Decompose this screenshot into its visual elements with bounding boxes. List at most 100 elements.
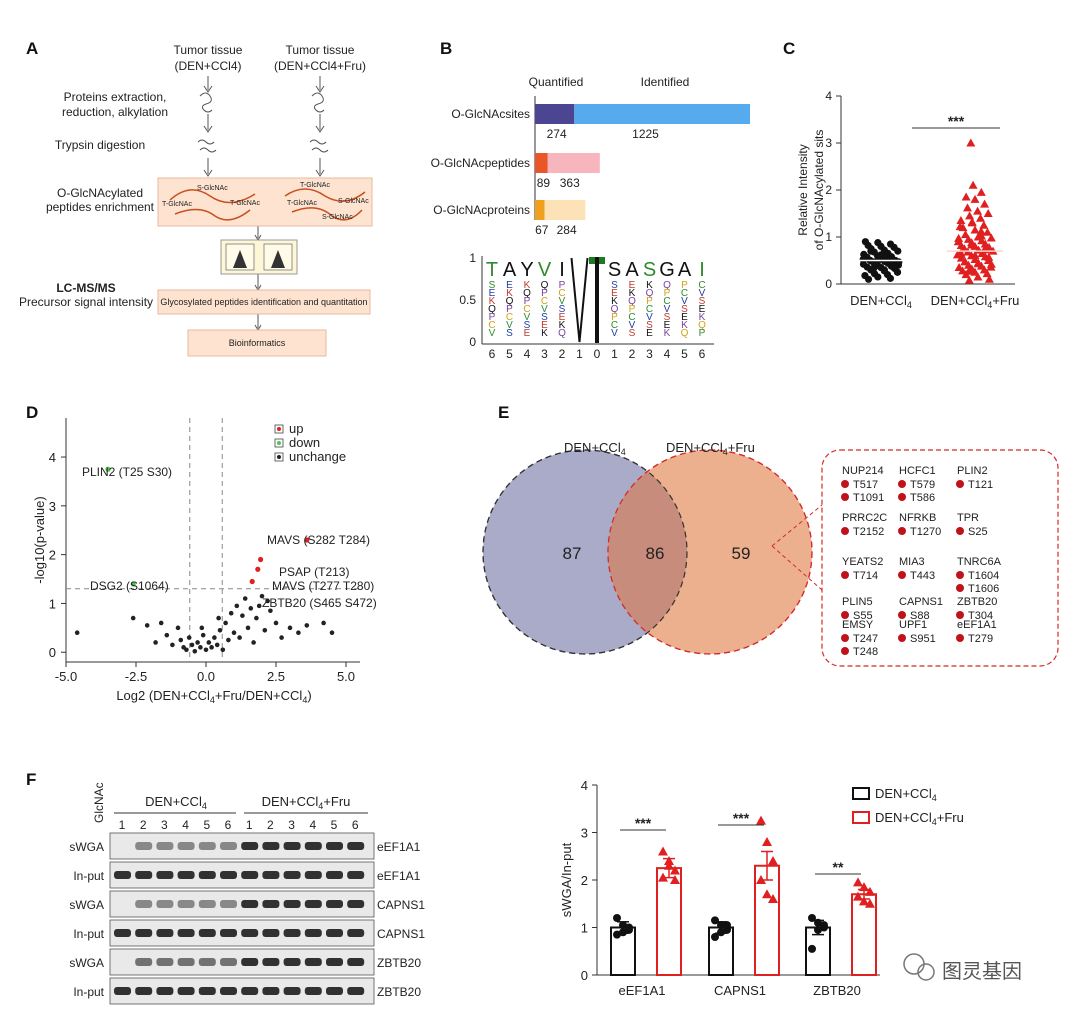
- d-point-label: PSAP (T213): [279, 565, 349, 579]
- bar-identified: [544, 200, 586, 220]
- logo-letter: E: [681, 312, 688, 323]
- c-point: [973, 272, 983, 281]
- f-point: [756, 875, 766, 884]
- logo-x-tick: 5: [681, 347, 688, 361]
- logo-x-tick: 0: [594, 347, 601, 361]
- logo-letter: E: [611, 288, 618, 299]
- site-label: T304: [968, 610, 993, 622]
- d-point-unchange: [189, 642, 195, 648]
- f-point: [711, 916, 719, 925]
- logo-x-tick: 1: [611, 347, 618, 361]
- blot-band: [326, 900, 343, 908]
- logo-letter: S: [506, 328, 513, 339]
- logo-letter: S: [646, 320, 653, 331]
- flow-arrows: [197, 76, 329, 331]
- blot-group1: DEN+CCl4: [145, 794, 207, 811]
- f-point: [619, 921, 627, 930]
- blot-band: [220, 871, 237, 879]
- logo-letter: K: [489, 296, 496, 307]
- c-point: [983, 209, 993, 217]
- step-enrichment-line2: peptides enrichment: [46, 200, 155, 214]
- glyco-quant-text: Glycosylated peptides identification and…: [160, 297, 367, 307]
- glcnac-tag: S-GlcNAc: [338, 198, 369, 205]
- f-point: [717, 928, 725, 937]
- d-x-label: Log2 (DEN+CCl4+Fru/DEN+CCl4): [116, 688, 311, 705]
- blot-row-right-label: CAPNS1: [377, 898, 425, 912]
- d-point-down: [105, 466, 111, 472]
- f-significance: ***: [733, 810, 750, 826]
- d-point-unchange: [251, 640, 256, 645]
- logo-letter: Q: [523, 288, 531, 299]
- blot-band: [156, 958, 174, 966]
- blot-band: [304, 987, 322, 995]
- logo-x-tick: 4: [524, 347, 531, 361]
- site-label: T586: [910, 492, 935, 504]
- logo-letter: S: [611, 280, 618, 291]
- site-protein-name: YEATS2: [842, 556, 883, 568]
- bar-identified: [547, 153, 600, 173]
- blot-row-right-label: eEF1A1: [377, 869, 421, 883]
- d-x-tick-label: 0.0: [197, 669, 215, 684]
- c-point: [886, 274, 895, 282]
- blot-band: [283, 871, 301, 879]
- blot-band: [220, 842, 237, 850]
- bar-value-quantified: 89: [537, 176, 551, 190]
- site-dot: [841, 611, 849, 619]
- blot-group2: DEN+CCl4+Fru: [262, 794, 351, 811]
- bar-value-identified: 363: [560, 176, 580, 190]
- c-point: [965, 211, 975, 220]
- blot-band: [220, 929, 237, 937]
- logo-x-tick: 6: [699, 347, 706, 361]
- d-point-unchange: [242, 596, 248, 601]
- c-point: [980, 199, 990, 208]
- f-point: [814, 925, 822, 934]
- logo-letter: C: [663, 296, 670, 307]
- f-point: [625, 923, 633, 932]
- column-quantified: Quantified: [529, 75, 584, 89]
- c-point: [986, 262, 996, 271]
- d-point-unchange: [153, 640, 158, 645]
- logo-letter-v: [570, 257, 589, 343]
- panel-c-label: C: [783, 39, 795, 58]
- site-protein-name: MIA3: [899, 556, 925, 568]
- logo-letter: P: [699, 328, 706, 339]
- logo-letter: C: [611, 320, 618, 331]
- logo-x-tick: 6: [489, 347, 496, 361]
- c-point: [954, 233, 964, 242]
- d-y-tick-label: 4: [49, 450, 56, 465]
- d-point-unchange: [287, 625, 293, 631]
- logo-letter: Q: [681, 328, 689, 339]
- d-point-unchange: [198, 645, 203, 650]
- bar-value-quantified: 274: [547, 127, 567, 141]
- blot-band: [304, 900, 322, 908]
- blot-band: [241, 842, 259, 850]
- logo-letter: V: [611, 328, 618, 339]
- logo-letter: P: [681, 280, 688, 291]
- d-y-label: -log10(p-value): [32, 496, 47, 583]
- logo-letter: E: [489, 288, 496, 299]
- logo-letter: Q: [698, 320, 706, 331]
- c-point: [870, 258, 878, 266]
- blot-band: [304, 958, 322, 966]
- d-point-up: [258, 556, 264, 563]
- logo-letter: E: [559, 312, 566, 323]
- logo-letter: C: [523, 304, 530, 315]
- logo-letter: S: [608, 259, 621, 281]
- d-legend-dot: [277, 455, 281, 459]
- d-x-tick-label: 5.0: [337, 669, 355, 684]
- logo-letter: P: [646, 296, 653, 307]
- d-y-tick-label: 0: [49, 645, 56, 660]
- f-point: [756, 815, 766, 825]
- d-point-unchange: [223, 620, 228, 626]
- blot-lane-number: 2: [267, 818, 274, 832]
- logo-letter: Y: [520, 259, 533, 281]
- d-point-unchange: [259, 593, 265, 599]
- c-point: [884, 255, 892, 263]
- c-point: [976, 231, 986, 240]
- blot-band: [283, 842, 301, 850]
- f-significance: **: [833, 859, 844, 875]
- blot-band: [241, 958, 259, 966]
- peptide-strands: [169, 188, 366, 221]
- logo-letter: S: [664, 312, 671, 323]
